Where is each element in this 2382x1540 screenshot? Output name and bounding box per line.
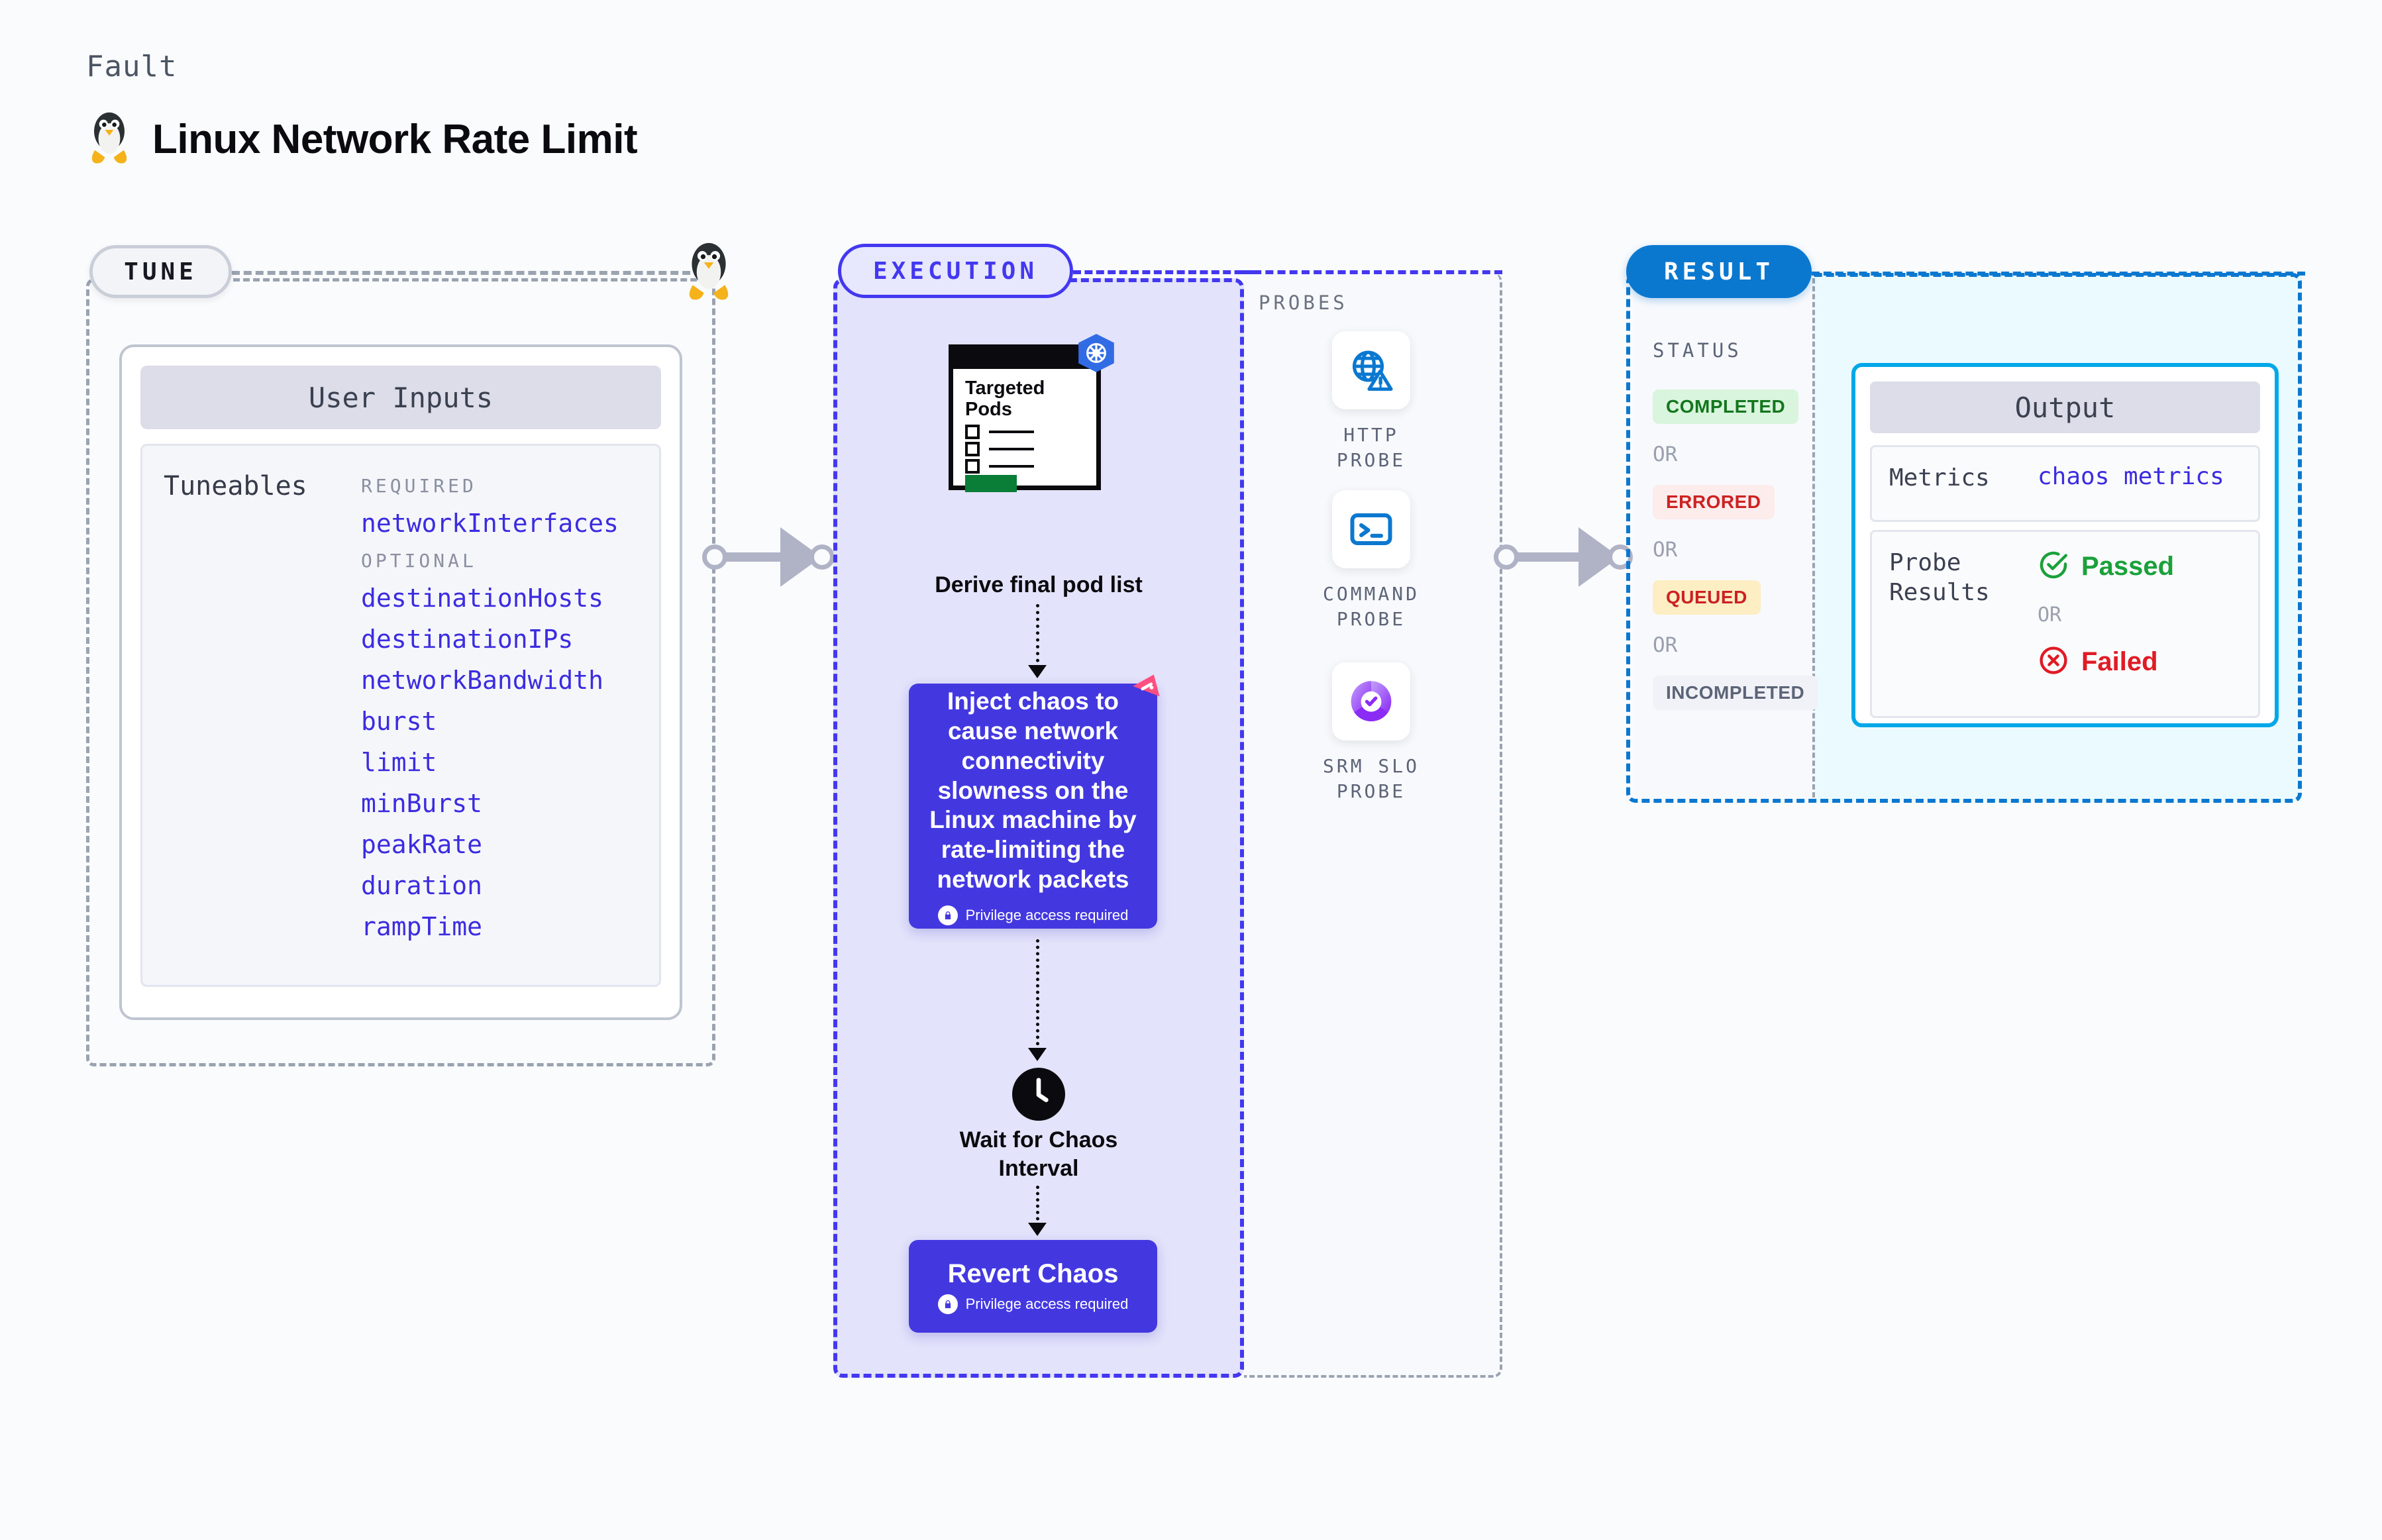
status-badge: QUEUED: [1653, 580, 1761, 615]
or-label: OR: [2038, 603, 2062, 627]
revert-chaos-title: Revert Chaos: [947, 1258, 1119, 1288]
or-label: OR: [1653, 442, 1678, 466]
tuneable-item[interactable]: networkBandwidth: [361, 666, 604, 695]
passed-label: Passed: [2081, 552, 2175, 581]
status-bar-indicator: [965, 475, 1017, 492]
user-inputs-card: User Inputs Tuneables REQUIRED networkIn…: [119, 344, 682, 1020]
probe-command[interactable]: COMMAND PROBE: [1305, 490, 1437, 632]
probe-results-row: Probe Results Passed OR Failed: [1870, 530, 2260, 718]
execution-dashed-connector: [1073, 270, 1254, 274]
connector-execution-to-result: [1494, 517, 1633, 596]
probes-panel: [1241, 270, 1502, 1378]
probe-results-key: Probe Results: [1889, 549, 1990, 606]
tuneables-label: Tuneables: [164, 471, 307, 501]
result-tag: RESULT: [1626, 245, 1812, 298]
tuneable-item[interactable]: networkInterfaces: [361, 509, 619, 538]
clock-icon: [1012, 1068, 1065, 1121]
tuneable-item[interactable]: duration: [361, 871, 483, 900]
tuneable-item[interactable]: destinationHosts: [361, 584, 604, 613]
section-heading-required: REQUIRED: [361, 475, 477, 497]
section-heading-optional: OPTIONAL: [361, 550, 477, 572]
checkbox-icon: [965, 459, 980, 474]
wait-for-chaos-interval-caption: Wait for Chaos Interval: [959, 1127, 1118, 1181]
privilege-note-text: Privilege access required: [965, 906, 1129, 923]
tune-panel: [86, 278, 715, 1066]
flow-arrow-2: [1036, 939, 1039, 1052]
privilege-note: Privilege access required: [937, 905, 1129, 925]
status-badge: INCOMPLETED: [1653, 676, 1818, 710]
metrics-value[interactable]: chaos metrics: [2038, 463, 2224, 490]
tuneable-item[interactable]: burst: [361, 707, 437, 736]
probe-srm-slo[interactable]: SRM SLO PROBE: [1305, 662, 1437, 804]
flow-arrow-3-head: [1028, 1223, 1047, 1236]
tuneables-list: REQUIRED networkInterfaces OPTIONAL dest…: [361, 466, 646, 953]
linux-penguin-icon: [86, 109, 132, 170]
tuneable-item[interactable]: minBurst: [361, 789, 483, 818]
kubernetes-icon: [1073, 331, 1119, 378]
lock-icon: [937, 1294, 958, 1314]
x-circle-icon: [2038, 644, 2069, 680]
checkbox-icon: [965, 442, 980, 456]
terminal-icon: [1332, 490, 1410, 568]
inject-chaos-text: Inject chaos to cause network connectivi…: [929, 688, 1137, 893]
globe-warning-icon: [1332, 331, 1410, 409]
checkbox-icon: [965, 425, 980, 439]
connector-tune-to-execution: [702, 517, 835, 596]
or-label: OR: [1653, 633, 1678, 657]
flow-arrow-2-head: [1028, 1048, 1047, 1061]
user-inputs-body: Tuneables REQUIRED networkInterfaces OPT…: [140, 444, 661, 987]
pod-list-item: [965, 459, 1034, 474]
probes-title: PROBES: [1259, 291, 1348, 314]
result-dashed-connector: [1812, 272, 2305, 276]
flow-arrow-1: [1036, 604, 1039, 669]
execution-tag: EXECUTION: [838, 244, 1073, 298]
page-title-row: Linux Network Rate Limit: [86, 109, 638, 170]
output-title: Output: [1870, 382, 2260, 433]
page-title: Linux Network Rate Limit: [152, 117, 638, 162]
or-label: OR: [1653, 538, 1678, 562]
flow-arrow-3: [1036, 1186, 1039, 1227]
pod-list-item: [965, 442, 1034, 456]
flow-arrow-1-head: [1028, 665, 1047, 678]
status-badge: ERRORED: [1653, 485, 1775, 519]
failed-label: Failed: [2081, 647, 2158, 676]
pod-list-item: [965, 425, 1034, 439]
metrics-key: Metrics: [1889, 464, 1990, 491]
derive-pod-list-caption-wrap: Derive final pod list: [833, 571, 1244, 599]
check-circle-icon: [2038, 549, 2069, 584]
derive-pod-list-caption: Derive final pod list: [935, 572, 1143, 597]
lock-icon: [937, 905, 958, 925]
tune-dashed-connector: [232, 271, 702, 275]
probe-label: SRM SLO PROBE: [1322, 755, 1420, 802]
targeted-pods-card: Targeted Pods: [949, 344, 1101, 492]
user-inputs-title: User Inputs: [140, 366, 661, 429]
litmuschaos-icon: [1126, 668, 1167, 709]
card-title-bar: [953, 349, 1096, 369]
probe-result-failed: Failed: [2038, 644, 2158, 680]
inject-chaos-step[interactable]: Inject chaos to cause network connectivi…: [909, 684, 1157, 929]
status-badge: COMPLETED: [1653, 389, 1799, 424]
output-card: Output Metrics chaos metrics Probe Resul…: [1851, 363, 2279, 727]
probe-label: HTTP PROBE: [1336, 424, 1406, 471]
tune-tag: TUNE: [89, 245, 232, 298]
status-title: STATUS: [1653, 339, 1742, 362]
tuneable-item[interactable]: destinationIPs: [361, 625, 574, 654]
status-column: STATUS COMPLETED OR ERRORED OR QUEUED OR…: [1633, 278, 1818, 797]
privilege-note: Privilege access required: [937, 1294, 1129, 1314]
or-label-wrap: OR: [2038, 603, 2061, 627]
tuneable-item[interactable]: peakRate: [361, 830, 483, 859]
tuneable-item[interactable]: rampTime: [361, 912, 483, 941]
probe-http[interactable]: HTTP PROBE: [1305, 331, 1437, 473]
slo-donut-check-icon: [1332, 662, 1410, 741]
fault-eyebrow-label: Fault: [86, 50, 178, 83]
linux-penguin-icon: [682, 240, 735, 303]
wait-caption-wrap: Wait for Chaos Interval: [833, 1126, 1244, 1182]
revert-chaos-step[interactable]: Revert Chaos Privilege access required: [909, 1240, 1157, 1333]
metrics-row: Metrics chaos metrics: [1870, 445, 2260, 522]
privilege-note-text: Privilege access required: [965, 1295, 1129, 1312]
tuneable-item[interactable]: limit: [361, 748, 437, 777]
targeted-pods-title: Targeted Pods: [965, 378, 1045, 420]
probe-label: COMMAND PROBE: [1322, 583, 1420, 630]
probe-result-passed: Passed: [2038, 549, 2174, 584]
